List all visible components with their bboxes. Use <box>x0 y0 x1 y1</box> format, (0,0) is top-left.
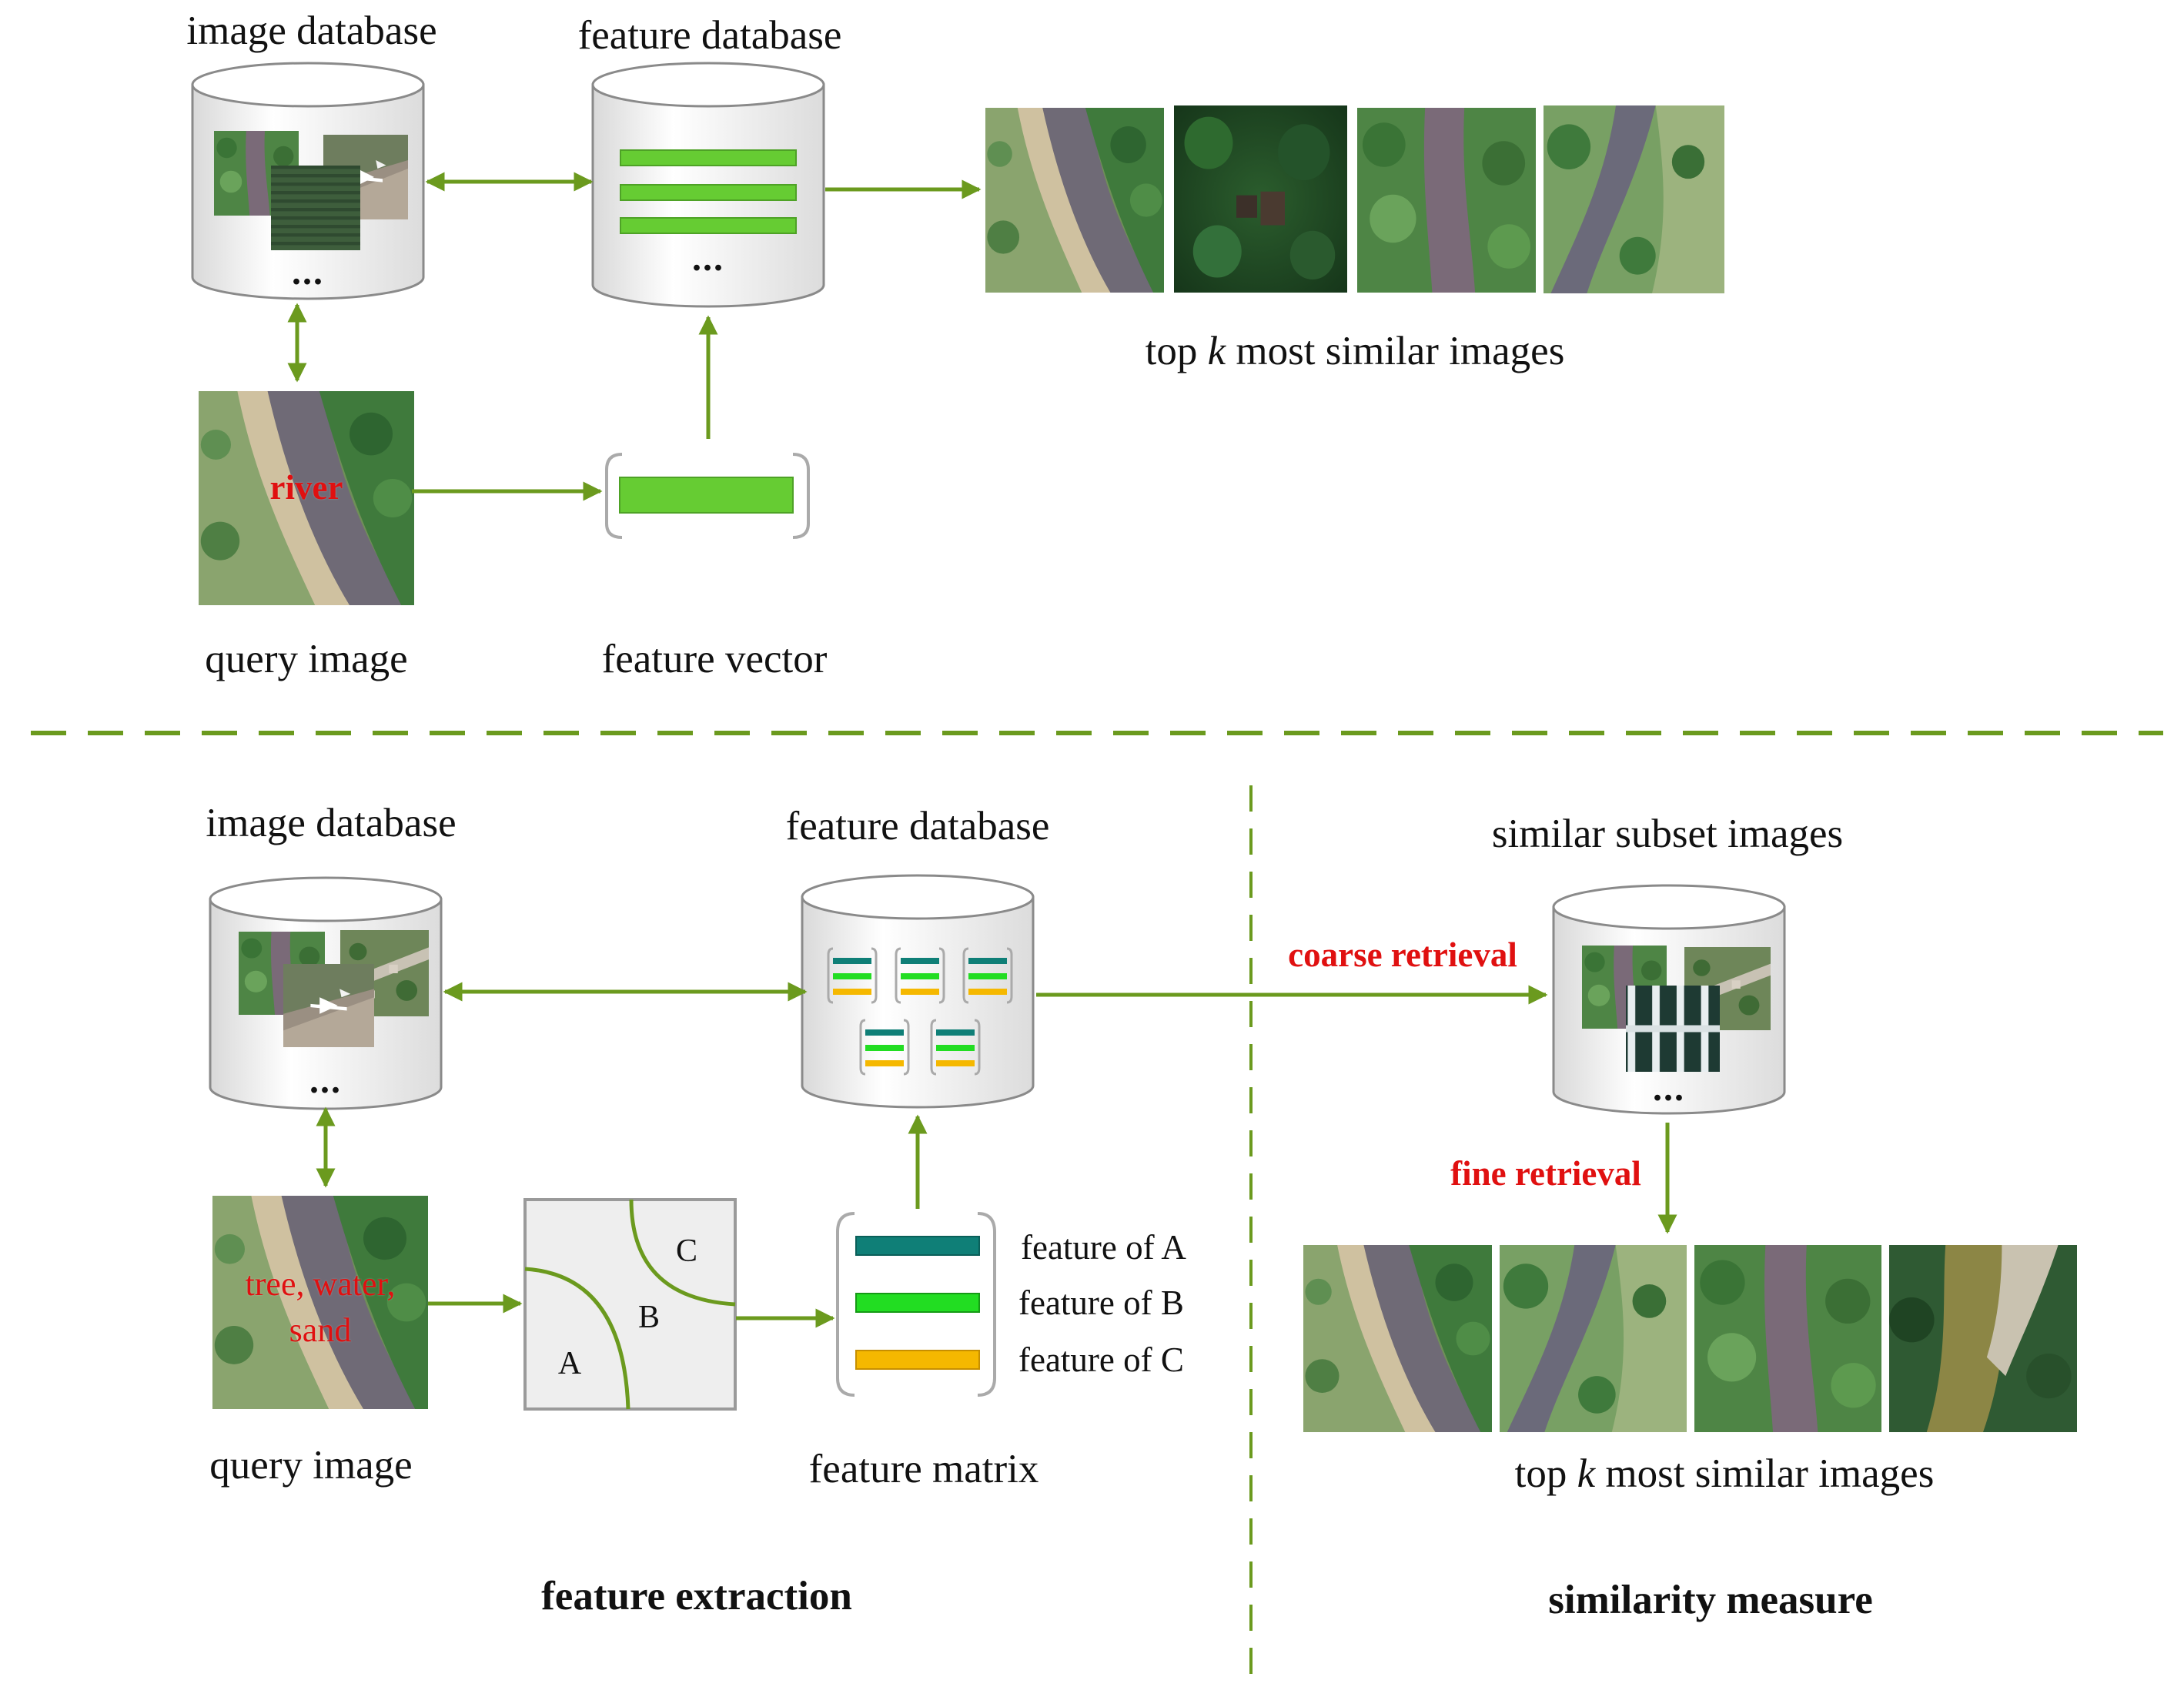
mini-matrix-bar <box>901 958 939 964</box>
mini-matrix-bar <box>901 973 939 979</box>
feature-extraction-label: feature extraction <box>541 1574 852 1618</box>
mini-matrix-bar <box>968 989 1007 995</box>
bottom-top-k-prefix: top <box>1514 1451 1577 1496</box>
mini-matrix-bar <box>865 1060 904 1066</box>
mini-matrix-bracket <box>962 947 1013 1004</box>
top-image-database-cylinder <box>191 62 425 300</box>
top-result-image-4 <box>1544 105 1724 293</box>
region-c-label: C <box>675 1233 698 1269</box>
feature-of-b-label: feature of B <box>1018 1284 1184 1322</box>
mini-matrix-bracket <box>859 1019 910 1076</box>
region-b-label: B <box>637 1300 661 1335</box>
top-query-image-label: query image <box>205 637 408 681</box>
coarse-retrieval-label: coarse retrieval <box>1288 936 1517 974</box>
top-arrows <box>287 172 982 501</box>
similar-subset-ellipsis: ... <box>1653 1068 1685 1109</box>
bottom-image-database-cylinder <box>209 876 443 1110</box>
mini-matrix-bar <box>936 1045 975 1051</box>
bottom-top-k-variable: k <box>1577 1451 1596 1496</box>
top-feature-bar-2 <box>620 184 797 201</box>
top-feature-database-cylinder <box>591 62 825 308</box>
mini-matrix-bar <box>833 958 871 964</box>
mini-matrix-bar <box>901 989 939 995</box>
top-k-suffix: most similar images <box>1226 329 1565 373</box>
bottom-top-k-suffix: most similar images <box>1595 1451 1935 1496</box>
bottom-result-image-4 <box>1889 1245 2077 1432</box>
bottom-result-image-1 <box>1303 1245 1492 1432</box>
mini-matrix-bar <box>936 1060 975 1066</box>
top-image-db-ellipsis: ... <box>292 252 324 293</box>
mini-matrix-bar <box>865 1029 904 1036</box>
top-feature-vector-label: feature vector <box>601 637 828 681</box>
feature-of-a-bar <box>855 1236 980 1256</box>
feature-matrix <box>836 1212 996 1397</box>
mini-matrix-bracket <box>827 947 878 1004</box>
top-feature-bar-1 <box>620 149 797 166</box>
mini-matrix-bar <box>968 973 1007 979</box>
feature-matrix-thumbnails <box>827 947 1013 1076</box>
top-result-image-2 <box>1174 105 1347 293</box>
bottom-result-image-3 <box>1694 1245 1881 1432</box>
similar-subset-cylinder <box>1552 884 1786 1115</box>
top-k-prefix: top <box>1145 329 1208 373</box>
mini-matrix-bracket <box>930 1019 981 1076</box>
top-feature-vector <box>605 453 810 539</box>
mini-matrix-bar <box>833 989 871 995</box>
top-result-images <box>985 105 1724 293</box>
bottom-result-images <box>1303 1245 2077 1432</box>
top-query-overlay-label: river <box>269 468 343 507</box>
bottom-image-database-label: image database <box>206 801 457 845</box>
feature-of-a-label: feature of A <box>1021 1228 1186 1267</box>
bottom-top-k-caption: top k most similar images <box>1515 1454 1935 1494</box>
top-feature-database-label: feature database <box>577 13 842 58</box>
similarity-measure-label: similarity measure <box>1548 1578 1873 1622</box>
top-result-image-3 <box>1357 108 1536 293</box>
bottom-query-overlay-line2: sand <box>289 1311 352 1349</box>
top-result-image-1 <box>985 108 1164 293</box>
similar-subset-label: similar subset images <box>1491 812 1844 856</box>
top-feature-db-ellipsis: ... <box>692 238 724 279</box>
region-partition-box <box>523 1198 737 1411</box>
mini-matrix-bar <box>833 973 871 979</box>
top-k-variable: k <box>1207 329 1226 373</box>
top-image-database-label: image database <box>186 8 437 53</box>
feature-of-c-label: feature of C <box>1018 1341 1184 1379</box>
bottom-image-db-ellipsis: ... <box>309 1060 342 1101</box>
bottom-query-overlay-line1: tree, water, <box>245 1265 396 1303</box>
mini-matrix-bar <box>968 958 1007 964</box>
fine-retrieval-label: fine retrieval <box>1450 1154 1641 1193</box>
feature-of-b-bar <box>855 1293 980 1313</box>
bottom-feature-database-label: feature database <box>785 804 1050 848</box>
bottom-result-image-2 <box>1500 1245 1687 1432</box>
feature-matrix-label: feature matrix <box>808 1447 1039 1491</box>
mini-matrix-bracket <box>895 947 945 1004</box>
mini-matrix-bar <box>865 1045 904 1051</box>
mini-matrix-bar <box>936 1029 975 1036</box>
region-a-label: A <box>557 1346 582 1381</box>
top-k-caption: top k most similar images <box>1146 331 1565 372</box>
top-feature-bar-3 <box>620 217 797 234</box>
feature-of-c-bar <box>855 1350 980 1370</box>
bottom-query-image-label: query image <box>209 1443 413 1488</box>
bottom-arrows <box>316 982 1677 1328</box>
